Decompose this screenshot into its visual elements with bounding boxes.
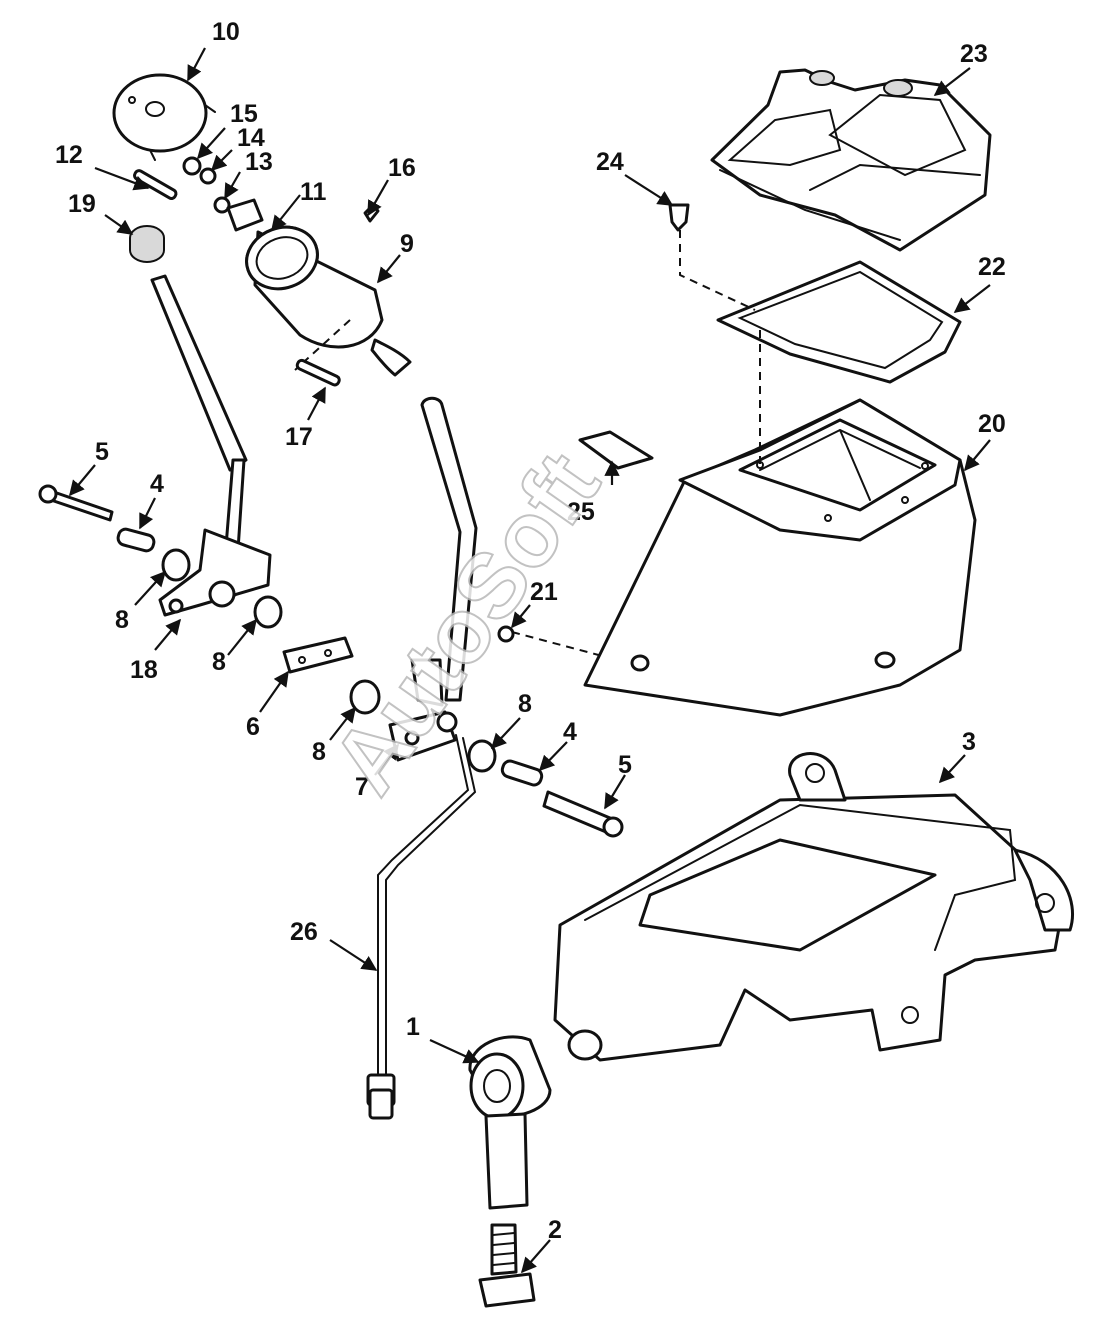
- part-number-labels: 10 15 14 13 12 19 16 11 9 17 5 4 8 18 8 …: [55, 18, 1006, 1244]
- center-hardware: [349, 625, 641, 838]
- label-part-1: 1: [406, 1013, 420, 1041]
- label-part-4-left: 4: [150, 470, 164, 498]
- label-part-21: 21: [530, 578, 558, 606]
- label-part-2: 2: [548, 1216, 562, 1244]
- label-part-13: 13: [245, 148, 273, 176]
- label-part-22: 22: [978, 253, 1006, 281]
- gasket-part-22: [679, 230, 962, 465]
- label-part-4-right: 4: [563, 718, 577, 746]
- label-part-5-right: 5: [618, 751, 632, 779]
- label-part-18: 18: [130, 656, 158, 684]
- boot-part-23: [710, 68, 992, 252]
- label-part-23: 23: [960, 40, 988, 68]
- label-part-12: 12: [55, 141, 83, 169]
- label-part-3: 3: [962, 728, 976, 756]
- base-plate-part-3: [553, 752, 1075, 1062]
- label-part-14: 14: [237, 124, 265, 152]
- label-part-15: 15: [230, 100, 258, 128]
- label-part-11: 11: [300, 178, 327, 206]
- label-part-24: 24: [596, 148, 624, 176]
- label-part-5-left: 5: [95, 438, 109, 466]
- cap-part-10: [112, 73, 216, 161]
- label-part-19: 19: [68, 190, 96, 218]
- screw-part-24: [668, 203, 690, 232]
- label-part-6: 6: [246, 713, 260, 741]
- label-part-25: 25: [567, 498, 595, 526]
- console-housing-part-20: [583, 398, 977, 717]
- label-part-10: 10: [212, 18, 240, 46]
- label-part-8-d: 8: [518, 690, 532, 718]
- rod-end-part-1: [468, 1035, 552, 1210]
- leader-lines: [69, 47, 991, 1274]
- left-shift-lever: [150, 274, 272, 617]
- label-part-8-b: 8: [212, 648, 226, 676]
- left-hardware: [38, 484, 354, 674]
- label-part-16: 16: [388, 154, 416, 182]
- label-part-17: 17: [285, 423, 313, 451]
- label-part-7: 7: [355, 773, 369, 801]
- bolt-part-2: [478, 1223, 536, 1308]
- label-part-8-c: 8: [312, 738, 326, 766]
- label-part-9: 9: [400, 230, 414, 258]
- shift-housing-part-9: [245, 225, 412, 387]
- label-part-26: 26: [290, 918, 318, 946]
- label-part-8-a: 8: [115, 606, 129, 634]
- label-part-20: 20: [978, 410, 1006, 438]
- plate-part-25: [578, 430, 654, 470]
- center-shift-lever: [366, 396, 478, 1120]
